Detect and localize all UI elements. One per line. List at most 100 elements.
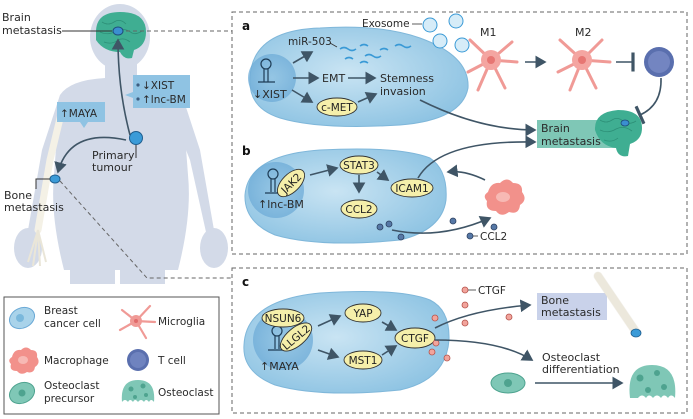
ccl2-legend-dot	[466, 232, 474, 240]
jak2-to-stat3-arrow	[309, 164, 339, 177]
bone-icon	[593, 271, 642, 338]
panel-ab-frame	[231, 11, 688, 255]
arrow	[381, 319, 398, 331]
macrophage-to-cell-arrow	[446, 164, 486, 181]
human-body-figure	[14, 4, 228, 284]
tumour-to-brain-arrow	[111, 38, 131, 136]
ccl2-to-macrophage-arrow	[391, 216, 492, 234]
arrow	[317, 347, 340, 360]
legend: Breast cancer cell Microglia Macrophage …	[3, 296, 220, 415]
bone-metastasis-label-line1: Bone	[4, 189, 32, 202]
panel-a-letter: a	[242, 19, 250, 33]
icam1-to-brain-arrow	[417, 135, 537, 179]
bone-met-line2: metastasis	[541, 306, 601, 319]
mir503-label: miR-503	[288, 36, 332, 48]
ctgf-to-bone-arrow	[434, 299, 532, 329]
bone-leader-line	[35, 178, 50, 189]
cmet-label: c-MET	[321, 102, 353, 114]
xist-text: ↓XIST	[142, 80, 175, 92]
panel-a: a ↓XIST miR-503 EMT Stemness invasion c-…	[242, 13, 674, 157]
brain-icon	[96, 12, 146, 59]
ctgf-to-osteoclast-arrow	[434, 339, 534, 361]
emt-label: EMT	[322, 72, 345, 85]
t-cell-inner	[648, 51, 670, 73]
ccl2-molecules	[376, 217, 498, 241]
icam1-label: ICAM1	[395, 183, 428, 195]
maya-label: ↑MAYA	[260, 360, 299, 373]
panel-b-letter: b	[242, 144, 251, 158]
legend-label: Microglia	[158, 316, 205, 328]
jak2-pill	[276, 168, 306, 198]
m1-nucleus	[487, 56, 495, 64]
bone-metastasis-label-line2: metastasis	[4, 201, 64, 214]
maya-text: ↑MAYA	[60, 108, 98, 120]
stemness-label: Stemness	[380, 72, 434, 85]
nsun6-label: NSUN6	[265, 313, 302, 325]
llgl2-pill	[279, 322, 313, 352]
osteoclast-nuclei	[636, 370, 667, 393]
lncbm-label: ↑lnc-BM	[258, 198, 304, 211]
mst1-label: MST1	[349, 355, 378, 367]
osteoclast-diff-line1: Osteoclast	[542, 351, 601, 364]
nsun6-pill	[261, 308, 305, 328]
legend-label: cancer cell	[44, 318, 101, 330]
microglia-icon	[118, 304, 157, 340]
legend-label: T cell	[157, 355, 186, 367]
xist-label: ↓XIST	[253, 88, 287, 101]
ctgf-pill	[394, 327, 436, 349]
stat3-pill	[339, 155, 379, 175]
maya-callout: ↑MAYA	[57, 102, 105, 128]
bone-met-line1: Bone	[541, 294, 569, 307]
yap-label: YAP	[352, 308, 372, 320]
precursor-nucleus	[504, 379, 512, 387]
cmet-pill	[316, 97, 358, 117]
nucleus-a	[248, 54, 296, 102]
legend-label: Osteoclast	[158, 387, 213, 399]
primary-label-line2: tumour	[92, 161, 133, 174]
primary-tumour-icon	[129, 131, 143, 145]
ccl2-label: CCL2	[345, 204, 372, 216]
lncbm-text: ↑lnc-BM	[142, 94, 186, 106]
exosome-label: Exosome	[362, 18, 410, 30]
primary-label-line1: Primary	[92, 149, 135, 162]
brain-metastasis-label-line2: metastasis	[2, 24, 62, 37]
stat3-to-icam1-arrow	[376, 169, 390, 181]
osteoclast-icon	[629, 365, 676, 398]
stat3-label: STAT3	[343, 160, 375, 172]
arrow	[291, 89, 314, 103]
panel-c: c NSUN6 LLGL2 ↑MAYA YAP MST1 CTGF CTGF	[242, 271, 676, 398]
arrow	[317, 314, 342, 327]
yap-pill	[344, 303, 382, 323]
arrow	[357, 92, 378, 104]
mst1-pill	[343, 350, 383, 370]
legend-label: Macrophage	[44, 355, 109, 367]
m1-label: M1	[480, 26, 497, 39]
exosome-icons	[422, 13, 470, 53]
ccl2-legend-label: CCL2	[480, 231, 507, 243]
ctgf-legend-label: CTGF	[478, 285, 506, 297]
legend-label: Osteoclast	[44, 380, 99, 392]
m2-nucleus	[578, 56, 586, 64]
bone-metastasis-box	[537, 293, 607, 320]
microglia-m1-icon	[466, 38, 519, 92]
brain-metastasis-label-line1: Brain	[2, 11, 31, 24]
invasion-label: invasion	[380, 85, 426, 98]
stemness-to-brain-arrow	[419, 99, 537, 137]
brain-met-line1: Brain	[541, 122, 570, 135]
tcell-inhibits-brain	[634, 77, 662, 125]
ccl2-pill	[340, 199, 378, 219]
brain-met-line2: metastasis	[541, 135, 601, 148]
m2-label: M2	[575, 26, 592, 39]
mirna-strands	[339, 43, 412, 64]
tumour-to-bone-arrow	[54, 136, 127, 174]
brain-icon	[594, 110, 642, 157]
bone-metastasis-dot	[49, 174, 61, 184]
mir-leader	[329, 42, 338, 48]
microglia-m2-icon	[556, 38, 612, 92]
arrow	[381, 345, 398, 357]
xist-lncbm-callout: ↓XIST ↑lnc-BM	[125, 75, 190, 108]
macrophage-nucleus	[496, 192, 510, 202]
legend-label: precursor	[44, 393, 95, 405]
arrow	[292, 51, 314, 64]
